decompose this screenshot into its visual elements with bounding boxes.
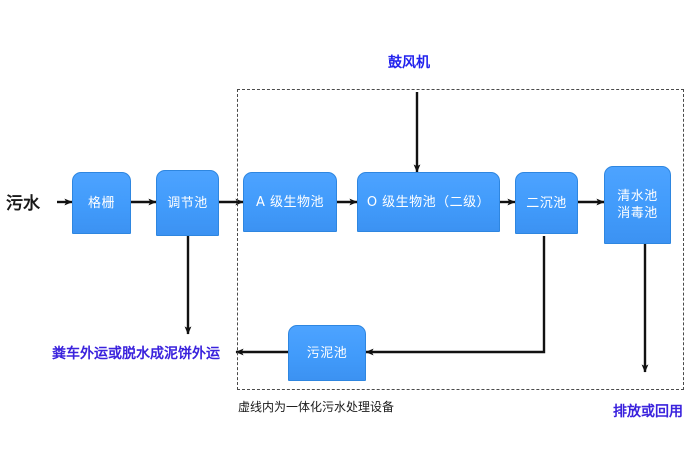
node-a-stage-bioreactor-line-1: A 级生物池 xyxy=(255,194,325,210)
node-o-stage-bioreactor-line-1: O 级生物池（二级） xyxy=(366,194,491,210)
integrated-equipment-boundary xyxy=(237,89,684,390)
node-grate[interactable]: 格栅 xyxy=(72,172,131,234)
node-clearwater-disinfection-line-2: 消毒池 xyxy=(617,206,658,221)
node-sludge-tank[interactable]: 污泥池 xyxy=(288,325,366,381)
node-equalization-tank[interactable]: 调节池 xyxy=(156,170,219,236)
blower-label: 鼓风机 xyxy=(388,55,430,71)
node-secondary-clarifier-line-1: 二沉池 xyxy=(526,195,567,211)
node-grate-line-1: 格栅 xyxy=(87,195,115,211)
node-secondary-clarifier[interactable]: 二沉池 xyxy=(515,172,578,234)
sludge-disposal-label: 粪车外运或脱水成泥饼外运 xyxy=(52,346,220,362)
node-a-stage-bioreactor[interactable]: A 级生物池 xyxy=(243,172,337,232)
discharge-reuse-label: 排放或回用 xyxy=(613,404,683,420)
node-clearwater-disinfection-line-1: 清水池 xyxy=(617,189,658,204)
inflow-label: 污水 xyxy=(6,194,40,214)
dashed-boundary-caption: 虚线内为一体化污水处理设备 xyxy=(238,400,395,414)
node-equalization-tank-line-1: 调节池 xyxy=(167,195,208,211)
node-o-stage-bioreactor[interactable]: O 级生物池（二级） xyxy=(357,172,500,232)
node-sludge-tank-line-1: 污泥池 xyxy=(306,345,348,361)
node-clearwater-disinfection-tank[interactable]: 清水池 消毒池 xyxy=(604,166,671,244)
